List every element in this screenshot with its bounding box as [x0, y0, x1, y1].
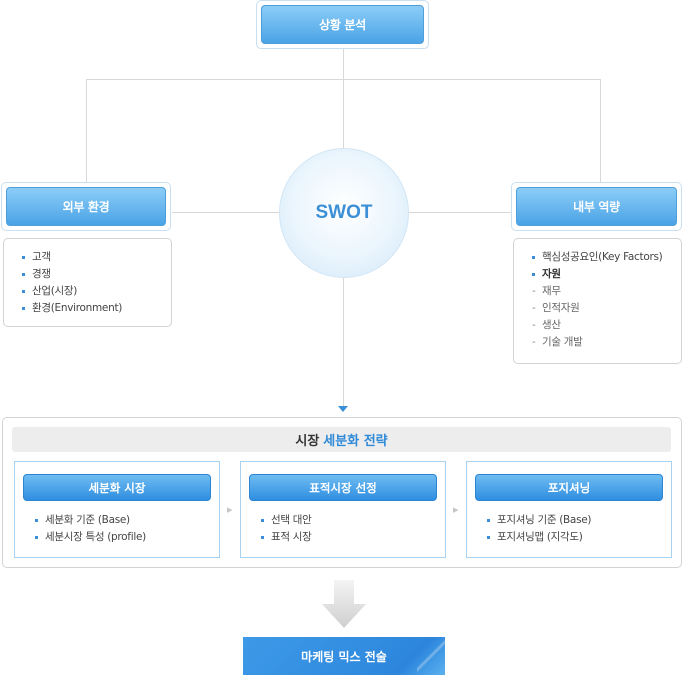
step-label: 표적시장 선정 [309, 480, 377, 495]
segmented-market-list: 세분화 기준 (Base) 세분시장 특성 (profile) [33, 512, 146, 546]
chevron-right-icon: ▸ [227, 503, 233, 516]
connector-horizontal-bar [86, 79, 601, 80]
segmented-market-pill: 세분화 시장 [23, 474, 211, 501]
target-market-list: 선택 대안 표적 시장 [259, 512, 312, 546]
connector-down-stem [343, 278, 344, 406]
list-item: 포지셔닝 기준 (Base) [485, 512, 592, 529]
internal-capability-list: 핵심성공요인(Key Factors) 자원 재무 인적자원 생산 기술 개발 [530, 249, 663, 351]
external-environment-panel: 고객 경쟁 산업(시장) 환경(Environment) [3, 238, 172, 327]
internal-capability-label: 내부 역량 [573, 200, 620, 214]
segmented-market-step: 세분화 시장 세분화 기준 (Base) 세분시장 특성 (profile) [14, 461, 220, 558]
down-arrow-icon [322, 580, 366, 628]
connector-left-drop [86, 79, 87, 183]
list-item: 핵심성공요인(Key Factors) [530, 249, 663, 266]
list-item: 선택 대안 [259, 512, 312, 529]
situation-analysis-node: 상황 분석 [256, 0, 429, 49]
external-environment-list: 고객 경쟁 산업(시장) 환경(Environment) [20, 249, 122, 317]
list-item: 세분시장 특성 (profile) [33, 529, 146, 546]
situation-analysis-label: 상황 분석 [319, 18, 366, 32]
connector-right-link [408, 212, 512, 213]
sub-list-item: 생산 [530, 317, 662, 334]
internal-capability-panel: 핵심성공요인(Key Factors) 자원 재무 인적자원 생산 기술 개발 [513, 238, 682, 364]
segmentation-title-prefix: 시장 [295, 434, 320, 449]
connector-right-drop [600, 79, 601, 183]
list-item: 산업(시장) [20, 283, 122, 300]
list-item: 세분화 기준 (Base) [33, 512, 146, 529]
step-label: 세분화 시장 [88, 480, 146, 495]
marketing-mix-label: 마케팅 믹스 전술 [301, 649, 387, 664]
sub-list-item: 기술 개발 [530, 334, 662, 351]
step-label: 포지셔닝 [547, 480, 591, 495]
list-item: 경쟁 [20, 266, 122, 283]
target-market-pill: 표적시장 선정 [249, 474, 437, 501]
sub-list-item: 재무 [530, 283, 662, 300]
segmentation-strategy-title: 시장 세분화 전략 [12, 427, 671, 452]
sub-list-item: 인적자원 [530, 300, 662, 317]
positioning-step: 포지셔닝 포지셔닝 기준 (Base) 포지셔닝맵 (지각도) [466, 461, 672, 558]
list-item: 표적 시장 [259, 529, 312, 546]
list-item: 자원 [530, 266, 662, 283]
chevron-right-icon: ▸ [453, 503, 459, 516]
internal-capability-node: 내부 역량 [511, 182, 682, 231]
list-item: 포지셔닝맵 (지각도) [485, 529, 591, 546]
target-market-step: 표적시장 선정 선택 대안 표적 시장 [240, 461, 446, 558]
swot-node: SWOT [279, 148, 409, 278]
external-environment-node: 외부 환경 [1, 182, 171, 231]
connector-top-stem [343, 48, 344, 148]
list-item: 환경(Environment) [20, 300, 122, 317]
connector-left-link [172, 212, 280, 213]
swot-label: SWOT [315, 202, 373, 223]
segmentation-title-highlight: 세분화 전략 [323, 434, 388, 449]
positioning-list: 포지셔닝 기준 (Base) 포지셔닝맵 (지각도) [485, 512, 592, 546]
positioning-pill: 포지셔닝 [475, 474, 663, 501]
marketing-mix-node: 마케팅 믹스 전술 [243, 637, 445, 675]
external-environment-label: 외부 환경 [62, 200, 110, 214]
arrow-down-icon [338, 406, 348, 412]
list-item: 고객 [20, 249, 122, 266]
